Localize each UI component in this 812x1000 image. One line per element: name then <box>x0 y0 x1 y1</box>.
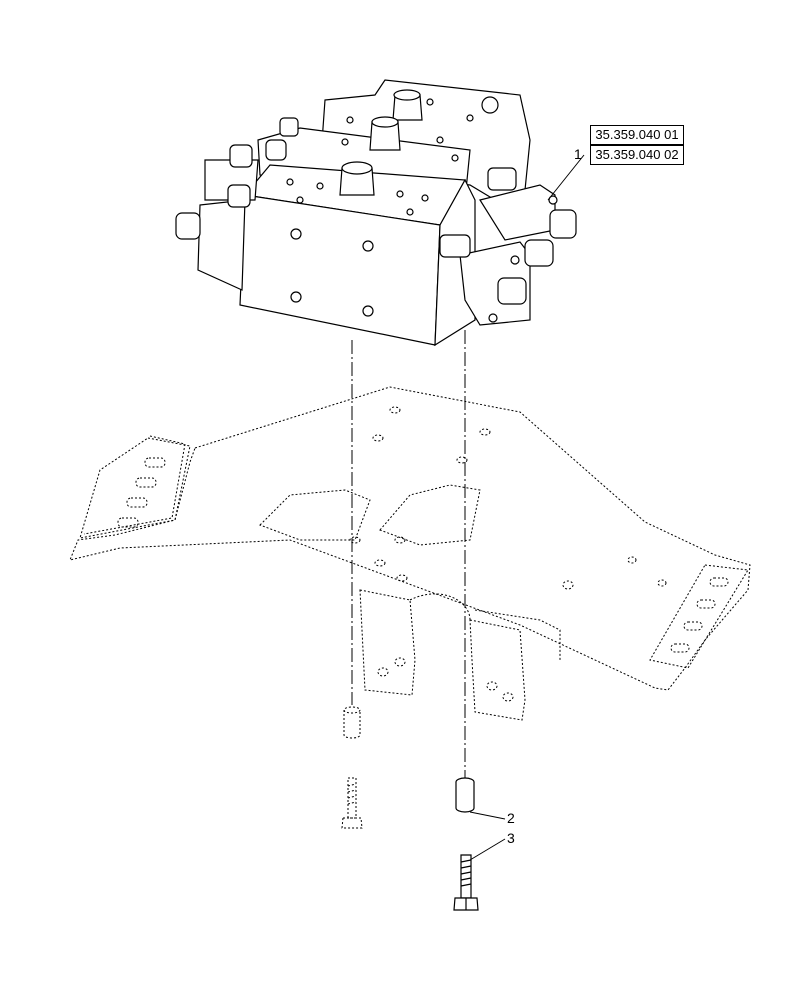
spacer-bushing <box>455 777 475 813</box>
bolt <box>453 854 479 911</box>
callout-1: 1 <box>574 146 582 162</box>
bolt-reference <box>341 777 363 829</box>
reference-box-2[interactable]: 35.359.040 02 <box>590 145 684 165</box>
callout-3: 3 <box>507 830 515 846</box>
callout-2: 2 <box>507 810 515 826</box>
control-valve-assembly <box>175 79 577 347</box>
spacer-bushing-reference <box>343 706 361 739</box>
alignment-centerlines <box>351 330 466 780</box>
leader-lines <box>469 154 585 861</box>
reference-box-1[interactable]: 35.359.040 01 <box>590 125 684 145</box>
mounting-bracket-dotted <box>69 386 751 721</box>
